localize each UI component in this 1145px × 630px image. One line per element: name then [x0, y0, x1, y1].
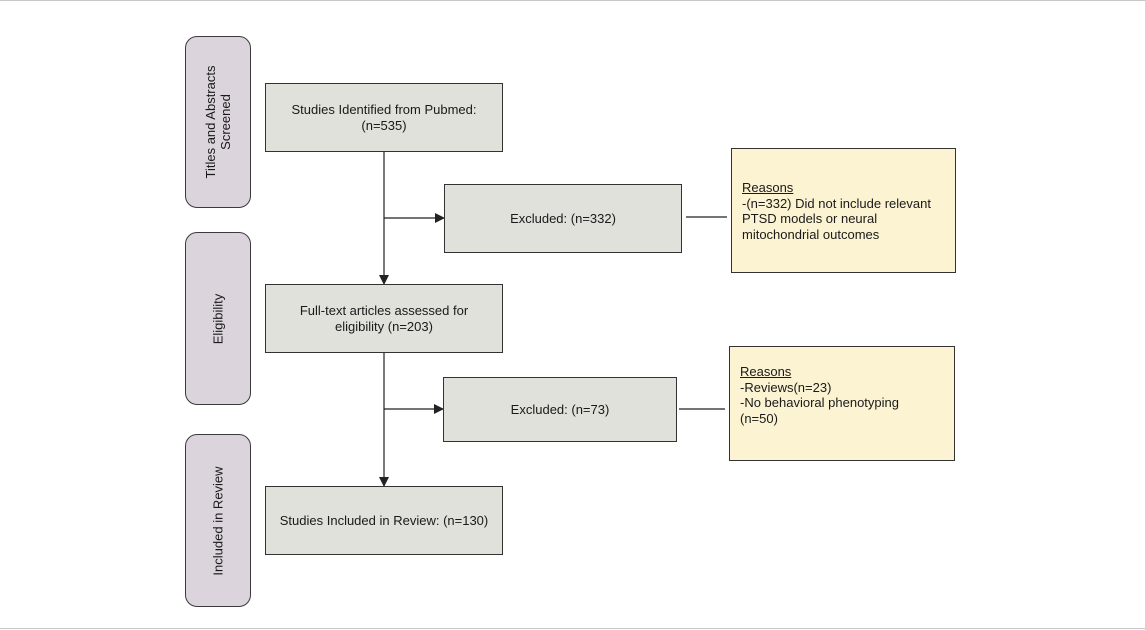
- reasons-1-line-3: mitochondrial outcomes: [742, 226, 880, 242]
- bottom-border: [0, 628, 1145, 629]
- box-included: Studies Included in Review: (n=130): [265, 486, 503, 555]
- reasons-2-line-2: -No behavioral phenotyping: [740, 395, 899, 410]
- reasons-2-title: Reasons: [740, 364, 792, 379]
- phase-eligibility: Eligibility: [185, 232, 251, 405]
- reasons-2-line-3: (n=50): [740, 410, 778, 426]
- box-excluded-332: Excluded: (n=332): [444, 184, 682, 253]
- reasons-1-line-1: -(n=332) Did not include relevant: [742, 195, 931, 211]
- phase-screening: Titles and Abstracts Screened: [185, 36, 251, 208]
- reasons-box-1: Reasons -(n=332) Did not include relevan…: [731, 148, 956, 273]
- box-identified: Studies Identified from Pubmed: (n=535): [265, 83, 503, 152]
- reasons-1-title: Reasons: [742, 180, 794, 195]
- reasons-1-line-2: PTSD models or neural: [742, 211, 878, 226]
- reasons-box-2: Reasons -Reviews(n=23) -No behavioral ph…: [729, 346, 955, 461]
- box-excluded-73: Excluded: (n=73): [443, 377, 677, 442]
- reasons-2-line-1: -Reviews(n=23): [740, 379, 832, 395]
- top-border: [0, 0, 1145, 1]
- box-fulltext: Full-text articles assessed for eligibil…: [265, 284, 503, 353]
- phase-included: Included in Review: [185, 434, 251, 607]
